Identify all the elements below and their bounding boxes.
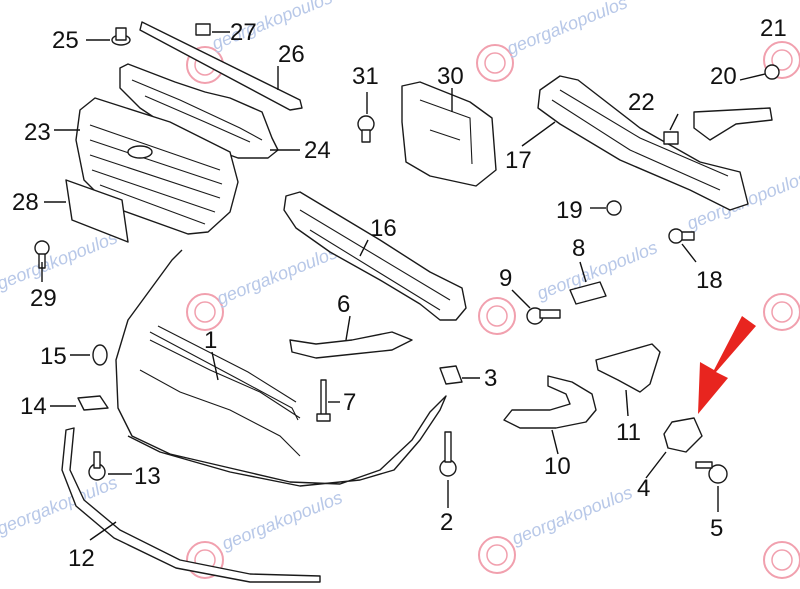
callout-16: 16	[370, 215, 397, 242]
part-28-plate-bracket	[65, 179, 129, 243]
callout-21: 21	[760, 15, 787, 42]
callout-31: 31	[352, 63, 379, 90]
callout-5: 5	[710, 515, 723, 542]
callout-1: 1	[204, 327, 217, 354]
part-31-bolt	[357, 115, 375, 143]
callout-13: 13	[134, 463, 161, 490]
watermark-logo	[763, 541, 800, 579]
part-1-grille-opening	[149, 325, 299, 421]
callout-26: 26	[278, 41, 305, 68]
callout-17: 17	[505, 147, 532, 174]
part-4-bracket	[663, 417, 703, 453]
watermark-text: georgakopoulos	[509, 482, 635, 549]
part-29-bolt	[34, 240, 50, 269]
part-6-bracket	[289, 331, 413, 359]
part-7-bolt	[316, 379, 331, 422]
part-12-lower-lip	[61, 427, 321, 583]
watermark-logo	[186, 293, 224, 331]
watermark-text: georgakopoulos	[0, 227, 120, 294]
callout-18: 18	[696, 267, 723, 294]
part-3-clip	[439, 365, 463, 385]
callout-6: 6	[337, 291, 350, 318]
watermark-logo	[763, 41, 800, 79]
part-23-emblem	[127, 145, 153, 159]
part-17-detail	[551, 89, 729, 191]
callout-14: 14	[20, 393, 47, 420]
part-8-pad	[569, 281, 607, 305]
watermark-text: georgakopoulos	[209, 0, 335, 54]
watermark-logo	[478, 536, 516, 574]
part-19-nut	[606, 200, 622, 216]
part-9-bolt	[526, 307, 561, 325]
part-30-bracket	[401, 81, 497, 187]
callout-27: 27	[230, 19, 257, 46]
watermark-text: georgakopoulos	[504, 0, 630, 59]
part-5-bolt	[695, 461, 728, 484]
part-26-moulding-strip	[139, 21, 303, 111]
part-24-detail	[131, 79, 263, 143]
callout-22: 22	[628, 89, 655, 116]
callout-23: 23	[24, 119, 51, 146]
callout-20: 20	[710, 63, 737, 90]
callout-19: 19	[556, 197, 583, 224]
callout-2: 2	[440, 509, 453, 536]
callout-7: 7	[343, 389, 356, 416]
part-14-clip	[77, 395, 109, 411]
highlight-arrow	[698, 316, 756, 414]
callout-15: 15	[40, 343, 67, 370]
callout-labels: 25 27 26 23 24 28 29 31 30 17 22 20 21 1…	[12, 15, 787, 572]
part-11-cover	[595, 343, 661, 393]
part-1-bumper-cover	[115, 249, 447, 487]
part-22-clip	[663, 131, 679, 145]
callout-12: 12	[68, 545, 95, 572]
callout-30: 30	[437, 63, 464, 90]
callout-28: 28	[12, 189, 39, 216]
watermark-text: georgakopoulos	[214, 242, 340, 309]
callout-29: 29	[30, 285, 57, 312]
part-13-bolt	[88, 451, 106, 481]
callout-10: 10	[544, 453, 571, 480]
part-21-nut	[764, 64, 780, 80]
leader-lines	[41, 31, 766, 541]
part-23-grille-bars	[89, 124, 223, 225]
watermark-logo	[476, 44, 514, 82]
callout-9: 9	[499, 265, 512, 292]
part-27-clip	[195, 23, 211, 36]
part-18-bolt	[668, 228, 695, 244]
callout-25: 25	[52, 27, 79, 54]
part-15-ring	[92, 344, 108, 366]
callout-3: 3	[484, 365, 497, 392]
watermark-logo	[478, 297, 516, 335]
part-16-detail	[299, 209, 451, 311]
callout-8: 8	[572, 235, 585, 262]
part-30-detail	[419, 99, 473, 165]
callout-4: 4	[637, 475, 650, 502]
part-16-energy-absorber	[283, 191, 467, 321]
part-1-lower-contour	[139, 339, 301, 457]
part-20-bracket	[693, 107, 773, 141]
part-25-clip	[111, 27, 131, 46]
part-2-bolt	[439, 431, 457, 477]
watermark-text: georgakopoulos	[219, 487, 345, 554]
part-10-cover	[503, 375, 597, 429]
watermark-logo	[763, 293, 800, 331]
callout-11: 11	[616, 419, 641, 446]
part-17-bumper-reinforcement	[537, 75, 749, 211]
callout-24: 24	[304, 137, 331, 164]
